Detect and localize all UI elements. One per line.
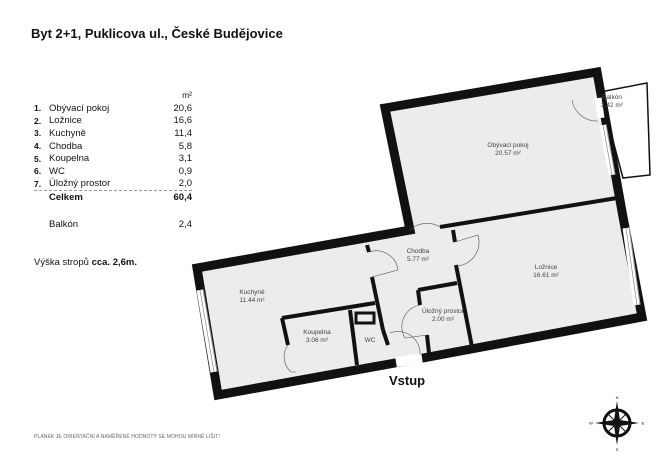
interior-walls: [280, 195, 624, 366]
row-num: 7.: [34, 178, 42, 189]
row-value: 3,1: [178, 153, 192, 165]
row-value: 0,9: [178, 165, 192, 177]
entrance-label: Vstup: [389, 373, 425, 388]
table-row: 7. Úložný prostor 2,0: [34, 178, 192, 191]
room-area: 20.57 m²: [495, 150, 521, 157]
balcony-value: 2,4: [178, 218, 192, 230]
room-name: Kuchyně: [239, 289, 265, 296]
disclaimer: PLÁNEK JE ORIENTAČNÍ A NAMĚŘENÉ HODNOTY …: [34, 434, 220, 440]
row-value: 20,6: [173, 102, 193, 114]
ceiling-value: cca. 2,6m.: [91, 257, 137, 268]
compass-s: S: [616, 447, 619, 452]
room-name: Chodba: [407, 248, 430, 255]
compass-w: W: [589, 421, 593, 426]
row-label: Koupelna: [49, 153, 90, 165]
room-area: 16.61 m²: [533, 272, 559, 279]
room-name: Balkón: [602, 94, 622, 101]
balcony-label: Balkón: [49, 218, 79, 230]
room-name: Úložný prostor: [422, 306, 465, 315]
balcony-row: Balkón 2,4: [34, 218, 192, 231]
total-label: Celkem: [49, 191, 83, 203]
table-row: 3. Kuchyně 11,4: [34, 127, 192, 140]
room-area: 3.06 m²: [306, 337, 329, 344]
row-label: Ložnice: [49, 115, 82, 127]
room-area: 2.00 m²: [432, 316, 455, 323]
room-area: 5.77 m²: [407, 256, 430, 263]
room-name: Koupelna: [303, 329, 331, 336]
compass-icon: N S E W: [589, 395, 645, 452]
row-num: 4.: [34, 141, 42, 152]
row-num: 2.: [34, 115, 42, 126]
table-row: 4. Chodba 5,8: [34, 140, 192, 153]
row-label: Chodba: [49, 140, 83, 152]
page-title: Byt 2+1, Puklicova ul., České Budějovice: [31, 26, 283, 41]
room-area: 2.42 m²: [601, 102, 624, 109]
row-num: 1.: [34, 103, 42, 114]
table-row: 2. Ložnice 16,6: [34, 115, 192, 128]
row-label: WC: [49, 165, 65, 177]
total-value: 60,4: [173, 191, 193, 203]
row-label: Kuchyně: [49, 127, 86, 139]
total-row: Celkem 60,4: [34, 190, 192, 204]
room-area: 11.44 m²: [239, 297, 265, 304]
row-value: 16,6: [173, 115, 193, 127]
doors: [283, 99, 599, 373]
table-row: 5. Koupelna 3,1: [34, 152, 192, 165]
room-name: WC: [365, 337, 376, 344]
row-value: 2,0: [178, 178, 192, 190]
row-num: 6.: [34, 166, 42, 177]
floor-area: [191, 66, 648, 401]
row-num: 3.: [34, 128, 42, 139]
table-row: 6. WC 0,9: [34, 165, 192, 178]
ceiling-height: Výška stropů cca. 2,6m.: [34, 257, 137, 268]
unit-label: m²: [182, 90, 192, 100]
row-label: Úložný prostor: [49, 178, 111, 190]
area-table: m² 1. Obývací pokoj 20,6 2. Ložnice 16,6 3. Kuc…: [34, 90, 192, 230]
room-name: Ložnice: [535, 264, 558, 271]
row-label: Obývací pokoj: [49, 102, 110, 114]
compass-e: E: [642, 421, 645, 426]
compass-n: N: [616, 395, 619, 400]
ceiling-label: Výška stropů: [34, 257, 89, 268]
room-name: Obývací pokoj: [487, 142, 528, 149]
row-value: 5,8: [178, 140, 192, 152]
row-value: 11,4: [174, 127, 192, 139]
row-num: 5.: [34, 153, 42, 164]
table-row: 1. Obývací pokoj 20,6: [34, 102, 192, 115]
